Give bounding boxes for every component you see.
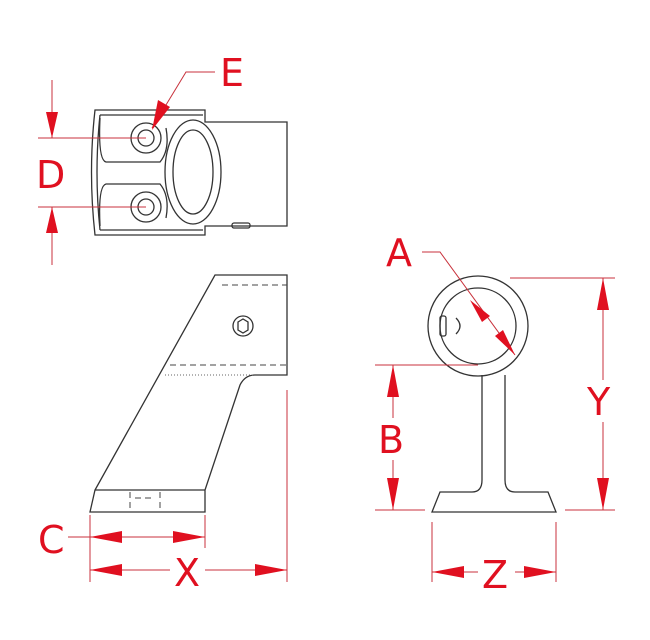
label-c: C [38, 518, 65, 562]
end-view [427, 275, 557, 513]
top-view [90, 109, 288, 236]
dimension-z: Z [431, 522, 557, 597]
label-a: A [386, 231, 412, 275]
label-y: Y [586, 380, 611, 424]
dimension-e: E [151, 51, 244, 130]
dimension-d: D [36, 80, 146, 265]
label-e: E [220, 51, 244, 95]
dimension-c-x: C X [38, 390, 288, 595]
label-d: D [36, 153, 65, 197]
dimension-b: B [375, 364, 478, 511]
label-z: Z [482, 553, 508, 597]
label-b: B [378, 418, 404, 462]
label-x: X [174, 551, 200, 595]
dimension-a: A [386, 231, 516, 356]
dimension-y: Y [510, 277, 615, 511]
side-view [89, 274, 288, 513]
